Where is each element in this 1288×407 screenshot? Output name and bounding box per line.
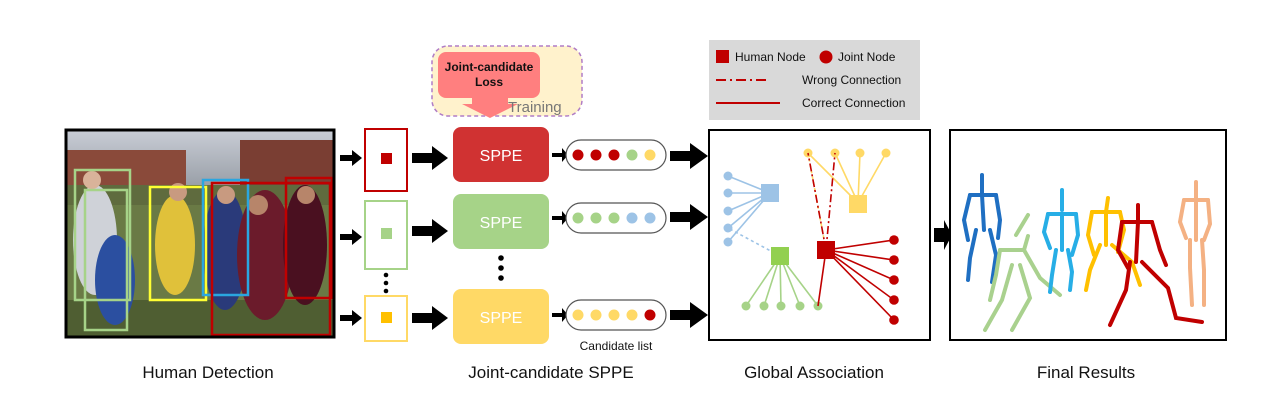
candidate-list-3 — [565, 299, 667, 331]
training-label: Training — [508, 99, 562, 116]
legend-correct: Correct Connection — [802, 96, 905, 110]
sppe-module-yellow: SPPE — [453, 289, 549, 344]
final-results-panel — [949, 129, 1227, 341]
sppe-module-red: SPPE — [453, 127, 549, 182]
legend-wrong: Wrong Connection — [802, 73, 901, 87]
caption-final-results: Final Results — [1037, 363, 1135, 382]
legend: Human Node Joint Node Wrong Connection C… — [709, 40, 920, 120]
caption-global-association: Global Association — [744, 363, 884, 382]
crop-box-red — [364, 128, 408, 192]
sppe-label: SPPE — [480, 310, 523, 327]
candidate-list-label: Candidate list — [580, 339, 653, 353]
arrows-to-association — [670, 143, 708, 328]
arrow-to-results — [934, 220, 952, 250]
sppe-module-green: SPPE — [453, 194, 549, 249]
human-node-icon — [716, 50, 729, 63]
association-graph — [708, 129, 931, 341]
sppe-dots — [498, 255, 504, 281]
legend-human-node: Human Node — [735, 50, 806, 64]
arrows-to-crops — [340, 150, 362, 326]
training-down-arrow — [462, 98, 518, 118]
candidate-list-2 — [565, 202, 667, 234]
candidate-list-1 — [565, 139, 667, 171]
legend-joint-node: Joint Node — [838, 50, 896, 64]
joint-node-icon — [819, 50, 833, 64]
crop-dots — [383, 272, 389, 294]
loss-line2: Loss — [475, 75, 503, 89]
crop-box-yellow — [364, 295, 408, 342]
detection-photo — [64, 128, 336, 339]
sppe-label: SPPE — [480, 215, 523, 232]
loss-training-box: Joint-candidate Loss Training — [431, 45, 583, 118]
caption-joint-candidate-sppe: Joint-candidate SPPE — [468, 363, 633, 382]
crop-box-green — [364, 200, 408, 270]
arrows-to-sppe — [412, 146, 448, 330]
sppe-label: SPPE — [480, 148, 523, 165]
loss-line1: Joint-candidate — [445, 60, 534, 74]
arrows-to-candidates — [552, 148, 568, 322]
caption-human-detection: Human Detection — [142, 363, 273, 382]
